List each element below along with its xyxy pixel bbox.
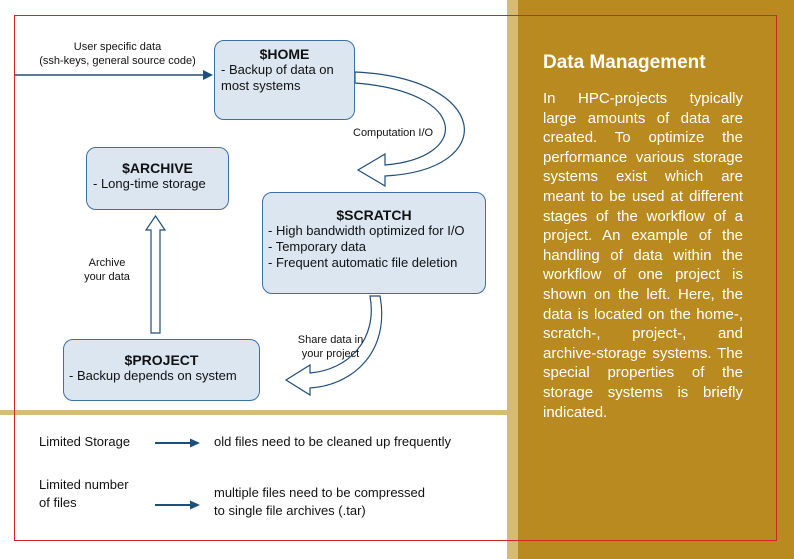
sidebar-body-text: In HPC-projects typically large amounts …: [543, 90, 743, 421]
home-box: $HOME - Backup of data on most systems: [214, 40, 355, 120]
legend-row2-label: Limited number of files: [39, 476, 129, 512]
project-box: $PROJECT - Backup depends on system: [63, 339, 260, 401]
share-arrow: [284, 295, 383, 397]
legend-row2-label-line2: of files: [39, 495, 77, 510]
scratch-line-1: - High bandwidth optimized for I/O: [268, 223, 465, 238]
share-data-label: Share data in your project: [288, 333, 373, 361]
scratch-title: $SCRATCH: [336, 207, 412, 223]
home-title: $HOME: [259, 46, 310, 62]
legend-arrow-1: [155, 438, 200, 448]
legend-row2-text: multiple files need to be compressed to …: [214, 484, 425, 520]
archive-arrow: [144, 214, 167, 334]
legend-row1-label: Limited Storage: [39, 434, 131, 449]
computation-arrow: [354, 71, 465, 188]
legend-arrow-2: [155, 500, 200, 510]
share-data-label-line2: your project: [301, 348, 360, 360]
archive-data-label-line2: your data: [84, 271, 130, 283]
user-data-label-line2: (ssh-keys, general source code): [39, 55, 196, 67]
archive-box: $ARCHIVE - Long-time storage: [86, 147, 229, 210]
legend-row2-label-line1: Limited number: [39, 477, 129, 492]
archive-line-1: - Long-time storage: [93, 176, 206, 191]
project-line-1: - Backup depends on system: [69, 368, 237, 383]
scratch-line-2: - Temporary data: [268, 239, 367, 254]
scratch-box: $SCRATCH - High bandwidth optimized for …: [262, 192, 486, 294]
section-divider: [0, 410, 507, 415]
project-title: $PROJECT: [124, 352, 199, 368]
user-data-arrow: [14, 70, 213, 80]
share-data-label-line1: Share data in: [297, 334, 364, 346]
home-line-2: most systems: [221, 78, 301, 93]
archive-data-label: Archive your data: [72, 256, 142, 284]
sidebar-title: Data Management: [543, 52, 706, 73]
user-data-label-line1: User specific data: [73, 41, 162, 53]
legend-row2-text-line2: to single file archives (.tar): [214, 503, 366, 518]
legend-row2-text-line1: multiple files need to be compressed: [214, 485, 426, 500]
legend-row1-text: old files need to be cleaned up frequent…: [214, 434, 452, 449]
sidebar-panel: [507, 0, 794, 559]
home-line-1: - Backup of data on: [221, 62, 334, 77]
sidebar-edge-stripe: [507, 0, 518, 559]
archive-title: $ARCHIVE: [122, 160, 193, 176]
user-data-label: User specific data (ssh-keys, general so…: [30, 40, 205, 68]
computation-label: Computation I/O: [353, 127, 434, 139]
scratch-line-3: - Frequent automatic file deletion: [268, 255, 458, 270]
archive-data-label-line1: Archive: [88, 257, 126, 269]
